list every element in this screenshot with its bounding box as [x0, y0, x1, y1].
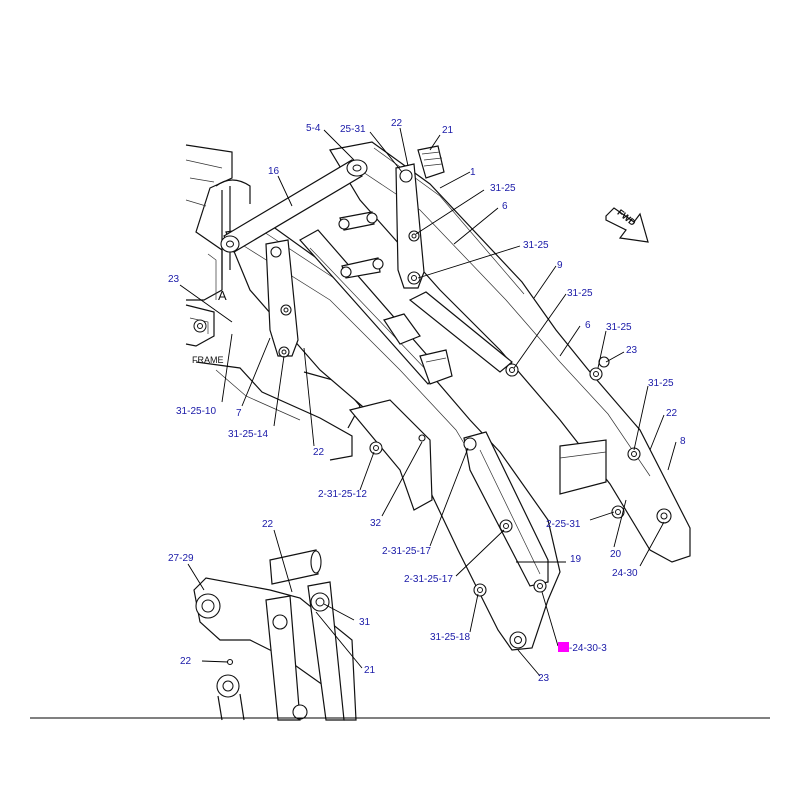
callout-31-25[interactable]: 31-25	[567, 288, 593, 299]
callout-25-31[interactable]: 25-31	[340, 124, 366, 135]
callout-23[interactable]: 23	[538, 673, 550, 684]
callout-6[interactable]: 6	[502, 201, 508, 212]
callout-24-30-3: -24-30-3	[569, 643, 607, 654]
callout-16[interactable]: 16	[268, 166, 280, 177]
callout-7[interactable]: 7	[236, 408, 242, 419]
callout-31[interactable]: 31	[359, 617, 371, 628]
callout-9[interactable]: 9	[557, 260, 563, 271]
callout-31-25-18[interactable]: 31-25-18	[430, 632, 470, 643]
left-link	[265, 239, 299, 358]
inset-detail	[193, 549, 357, 721]
mid-pins	[338, 211, 384, 279]
callout-23[interactable]: 23	[626, 345, 638, 356]
callout-31-25[interactable]: 31-25	[523, 240, 549, 251]
fwd-arrow: FWD	[605, 207, 649, 243]
callout-27-29[interactable]: 27-29	[168, 553, 194, 564]
callout-22[interactable]: 22	[666, 408, 678, 419]
callout-31-25-10[interactable]: 31-25-10	[176, 406, 216, 417]
callout-32[interactable]: 32	[370, 518, 382, 529]
hydraulic-cylinders	[299, 229, 519, 385]
lower-boom	[348, 399, 433, 511]
callout-22[interactable]: 22	[180, 656, 192, 667]
callout-22[interactable]: 22	[262, 519, 274, 530]
callout-23[interactable]: 23	[168, 274, 180, 285]
callout-31-25-14[interactable]: 31-25-14	[228, 429, 268, 440]
callout-highlight-text: 15	[558, 643, 570, 654]
callout-2-31-25-17[interactable]: 2-31-25-17	[404, 574, 453, 585]
callout-21[interactable]: 21	[364, 665, 376, 676]
callout-31-25[interactable]: 31-25	[648, 378, 674, 389]
callout-20[interactable]: 20	[610, 549, 622, 560]
cross-tube	[220, 159, 368, 253]
callout-1[interactable]: 1	[470, 167, 476, 178]
callout-8[interactable]: 8	[680, 436, 686, 447]
callout-2-25-31[interactable]: 2-25-31	[546, 519, 581, 530]
callout-19[interactable]: 19	[570, 554, 582, 565]
leader-lines	[179, 127, 677, 677]
callout-21[interactable]: 21	[442, 125, 454, 136]
callout-2-31-25-17[interactable]: 2-31-25-17	[382, 546, 431, 557]
callout-22[interactable]: 22	[313, 447, 325, 458]
callout-highlight	[558, 642, 569, 652]
callout-31-25[interactable]: 31-25	[606, 322, 632, 333]
callout-6[interactable]: 6	[585, 320, 591, 331]
frame-label: FRAME	[192, 355, 224, 365]
callout-5-4[interactable]: 5-4	[306, 123, 321, 134]
bucket-link-bars	[463, 356, 625, 597]
callout-22[interactable]: 22	[391, 118, 403, 129]
view-label: A	[218, 288, 227, 303]
callout-15-24-30-3[interactable]: 15 -24-30-3	[558, 642, 607, 654]
callout-2-31-25-12[interactable]: 2-31-25-12	[318, 489, 367, 500]
callout-labels: 5-4 25-31 22 21 16 1 31-25 6 31-25 9 31-…	[168, 118, 686, 684]
callout-31-25[interactable]: 31-25	[490, 183, 516, 194]
callout-24-30[interactable]: 24-30	[612, 568, 638, 579]
